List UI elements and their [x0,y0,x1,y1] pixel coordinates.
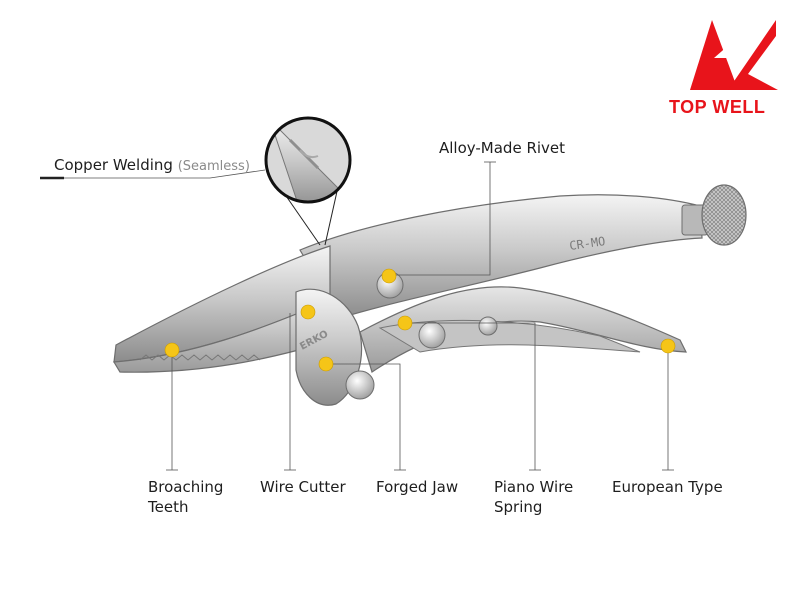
callout-alloy-rivet: Alloy-Made Rivet [439,139,566,157]
marker-piano-spring [397,315,413,331]
marker-broaching-teeth [164,342,180,358]
callout-broaching-teeth: Broaching Teeth [148,477,223,517]
marker-forged-jaw [318,356,334,372]
callout-forged-jaw: Forged Jaw [376,478,459,496]
callout-lines [40,161,674,471]
zoom-inset [264,116,352,246]
brand-logo [690,20,778,90]
marker-wire-cutter [300,304,316,320]
knurled-knob [701,184,747,246]
callout-piano-wire-spring: Piano Wire Spring [494,477,573,517]
piano-line-2: Spring [494,498,543,516]
locking-plier: CR-MO ERKO [112,184,747,406]
callout-copper-welding: Copper Welding (Seamless) [54,155,250,177]
marker-european-type [660,338,676,354]
piano-line-1: Piano Wire [494,478,574,496]
broaching-line-1: Broaching [148,478,224,496]
callout-european-type: European Type [612,478,723,496]
rivet-link [418,321,446,349]
handle-stamp: CR-MO [568,234,606,253]
rivet-spring [478,316,498,336]
copper-welding-note: (Seamless) [177,159,250,174]
broaching-line-2: Teeth [148,498,189,516]
brand-name: TOP WELL [669,97,766,117]
callout-wire-cutter: Wire Cutter [260,478,346,496]
marker-alloy-rivet [381,268,397,284]
copper-welding-label: Copper Welding [54,156,173,174]
rivet-jaw [345,370,375,400]
callout-markers [164,268,676,372]
